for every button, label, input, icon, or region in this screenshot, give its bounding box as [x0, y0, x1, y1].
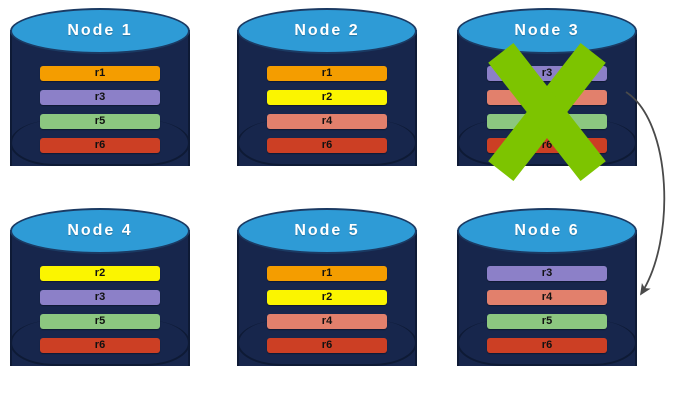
- node-4[interactable]: Node 4 r2 r3 r5 r6: [10, 208, 190, 388]
- record-list: r3 r4 r5 r6: [487, 66, 607, 153]
- record-bar[interactable]: r6: [267, 138, 387, 153]
- record-bar[interactable]: r2: [40, 266, 160, 281]
- cylinder-top: Node 6: [457, 208, 637, 254]
- record-bar[interactable]: r1: [267, 266, 387, 281]
- cylinder-top: Node 5: [237, 208, 417, 254]
- cylinder-top: Node 4: [10, 208, 190, 254]
- node-5[interactable]: Node 5 r1 r2 r4 r6: [237, 208, 417, 388]
- node-title: Node 6: [514, 222, 580, 239]
- node-3[interactable]: Node 3 r3 r4 r5 r6: [457, 8, 637, 188]
- node-title: Node 5: [294, 222, 360, 239]
- record-bar[interactable]: r3: [487, 66, 607, 81]
- record-bar[interactable]: r6: [40, 138, 160, 153]
- node-6[interactable]: Node 6 r3 r4 r5 r6: [457, 208, 637, 388]
- record-bar[interactable]: r4: [267, 114, 387, 129]
- record-bar[interactable]: r1: [40, 66, 160, 81]
- record-list: r3 r4 r5 r6: [487, 266, 607, 353]
- record-bar[interactable]: r4: [487, 90, 607, 105]
- record-bar[interactable]: r6: [487, 138, 607, 153]
- node-1[interactable]: Node 1 r1 r3 r5 r6: [10, 8, 190, 188]
- record-bar[interactable]: r2: [267, 290, 387, 305]
- record-bar[interactable]: r6: [40, 338, 160, 353]
- cylinder-top: Node 2: [237, 8, 417, 54]
- node-title: Node 3: [514, 22, 580, 39]
- record-list: r2 r3 r5 r6: [40, 266, 160, 353]
- record-bar[interactable]: r5: [40, 114, 160, 129]
- node-title: Node 1: [67, 22, 133, 39]
- node-title: Node 2: [294, 22, 360, 39]
- record-bar[interactable]: r2: [267, 90, 387, 105]
- record-bar[interactable]: r1: [267, 66, 387, 81]
- record-bar[interactable]: r4: [267, 314, 387, 329]
- record-bar[interactable]: r6: [487, 338, 607, 353]
- record-bar[interactable]: r3: [487, 266, 607, 281]
- record-bar[interactable]: r6: [267, 338, 387, 353]
- record-bar[interactable]: r5: [487, 114, 607, 129]
- record-bar[interactable]: r5: [487, 314, 607, 329]
- record-bar[interactable]: r3: [40, 290, 160, 305]
- record-bar[interactable]: r4: [487, 290, 607, 305]
- node-2[interactable]: Node 2 r1 r2 r4 r6: [237, 8, 417, 188]
- record-bar[interactable]: r5: [40, 314, 160, 329]
- record-list: r1 r2 r4 r6: [267, 66, 387, 153]
- cylinder-top: Node 3: [457, 8, 637, 54]
- record-bar[interactable]: r3: [40, 90, 160, 105]
- record-list: r1 r2 r4 r6: [267, 266, 387, 353]
- record-list: r1 r3 r5 r6: [40, 66, 160, 153]
- cylinder-top: Node 1: [10, 8, 190, 54]
- node-title: Node 4: [67, 222, 133, 239]
